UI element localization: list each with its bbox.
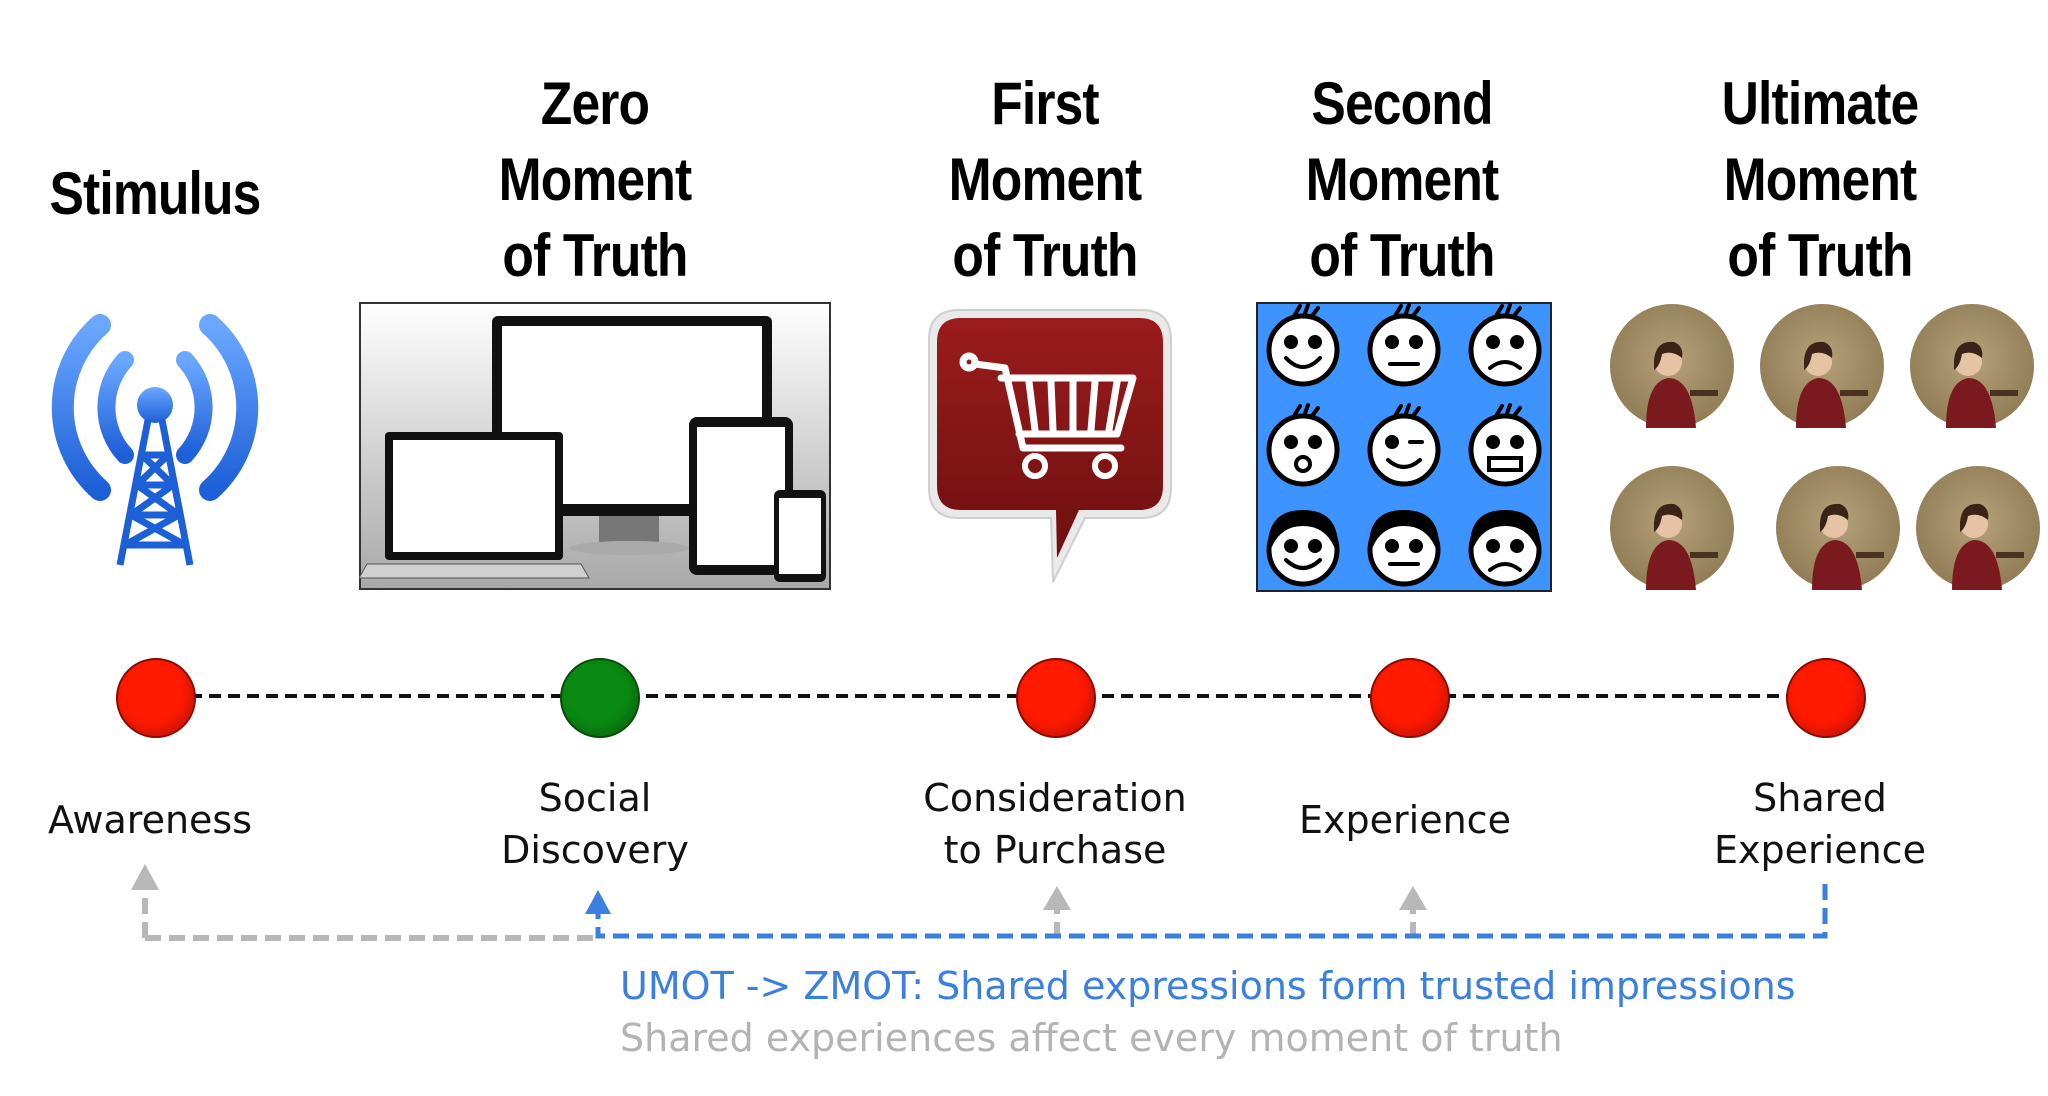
node-social-discovery xyxy=(560,658,640,738)
gray-arrow-experience xyxy=(1399,886,1427,910)
node-awareness xyxy=(116,658,196,738)
caption-umot-zmot: UMOT -> ZMOT: Shared expressions form tr… xyxy=(620,964,1796,1008)
title-zmot: Zero Moment of Truth xyxy=(498,70,692,289)
title-stimulus: Stimulus xyxy=(49,160,261,227)
blue-arrow-social-discovery xyxy=(585,890,611,914)
emotion-faces-icon xyxy=(1256,302,1552,592)
devices-icon xyxy=(359,302,831,590)
label-awareness: Awareness xyxy=(47,798,253,842)
node-shared-experience xyxy=(1786,658,1866,738)
label-experience: Experience xyxy=(1299,798,1511,842)
label-shared-experience: Shared Experience xyxy=(1714,776,1926,872)
node-experience xyxy=(1370,658,1450,738)
gray-arrow-consideration xyxy=(1043,886,1071,910)
caption-shared-experiences: Shared experiences affect every moment o… xyxy=(620,1016,1563,1060)
title-fmot: First Moment of Truth xyxy=(948,70,1142,289)
gray-feedback-path xyxy=(142,880,1416,941)
shopping-cart-speech-bubble-icon xyxy=(928,309,1172,583)
gray-arrow-awareness xyxy=(131,864,159,890)
node-consideration xyxy=(1016,658,1096,738)
blue-feedback-path xyxy=(595,884,1828,939)
title-umot: Ultimate Moment of Truth xyxy=(1721,70,1920,289)
radio-tower-icon xyxy=(51,314,259,566)
label-consideration-to-purchase: Consideration to Purchase xyxy=(923,776,1187,872)
label-social-discovery: Social Discovery xyxy=(501,776,689,872)
title-smot: Second Moment of Truth xyxy=(1305,70,1499,289)
